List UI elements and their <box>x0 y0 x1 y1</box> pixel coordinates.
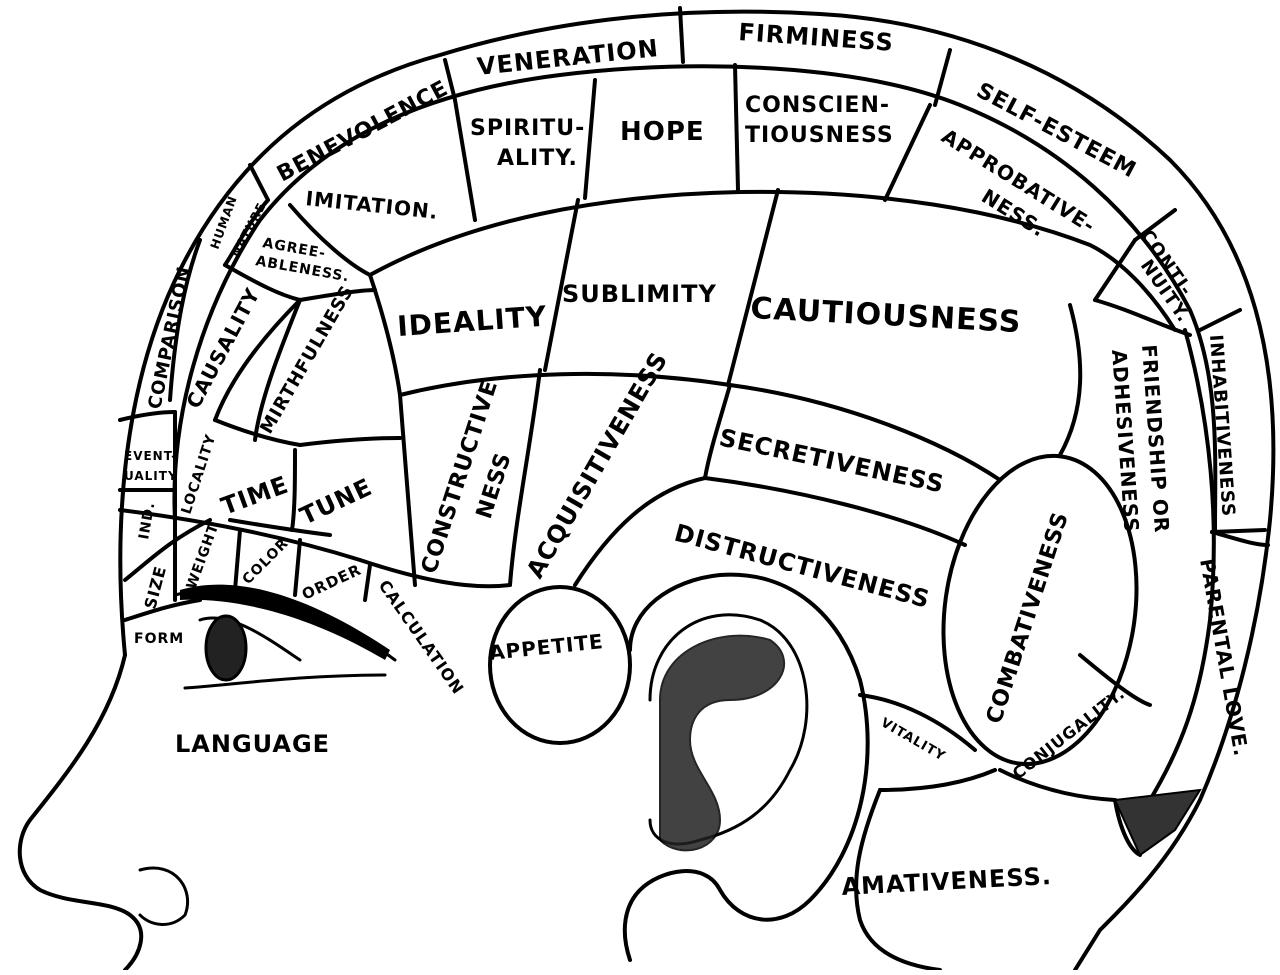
label-eventuality-2: UALITY <box>124 469 178 483</box>
label-ideality: IDEALITY <box>396 300 548 343</box>
label-benevolence: BENEVOLENCE <box>273 76 453 187</box>
appetite-region <box>488 585 632 745</box>
label-calculation: CALCULATION <box>375 576 468 698</box>
outer-band-inner-edge <box>172 64 1218 532</box>
label-time: TIME <box>217 471 292 521</box>
label-appetite: APPETITE <box>488 629 605 665</box>
label-hope: HOPE <box>620 117 705 147</box>
label-mirthfulness: MIRTHFULNESS <box>256 282 358 438</box>
label-conjugality: CONJUGALITY. <box>1009 684 1129 783</box>
shaded-corner <box>1113 788 1202 857</box>
nostril <box>138 866 190 926</box>
ear <box>622 572 870 962</box>
label-cautiousness: CAUTIOUSNESS <box>750 291 1023 340</box>
label-inhabitiveness: INHABITIVENESS <box>1205 334 1239 518</box>
label-order: ORDER <box>299 560 364 603</box>
jaw-line <box>854 788 942 972</box>
ear-shading <box>659 634 786 852</box>
label-imitation: IMITATION. <box>304 186 439 224</box>
eye-iris <box>204 614 248 682</box>
label-color: COLOR <box>240 535 293 588</box>
head-outline <box>118 9 1276 972</box>
eyebrow-fill <box>180 584 390 660</box>
label-conscientiousness-2: TIOUSNESS <box>745 123 894 148</box>
label-firmness: FIRMINESS <box>738 18 895 57</box>
label-constructiveness-2: NESS <box>472 449 517 522</box>
label-eventuality-1: EVENT- <box>124 449 177 463</box>
label-amativeness: AMATIVENESS. <box>841 862 1053 901</box>
label-combativeness: COMBATIVENESS <box>982 509 1074 727</box>
face-profile <box>17 653 144 972</box>
label-spirituality-2: ALITY. <box>497 146 578 171</box>
label-acquisitiveness: ACQUISITIVENESS <box>521 347 673 583</box>
label-sublimity: SUBLIMITY <box>562 280 717 308</box>
label-conscientiousness-1: CONSCIEN- <box>745 93 890 118</box>
label-distructiveness: DISTRUCTIVENESS <box>671 519 933 614</box>
label-size: SIZE <box>141 564 171 611</box>
label-tune: TUNE <box>296 473 377 531</box>
label-locality: LOCALITY <box>179 432 220 516</box>
combativeness-region <box>941 453 1139 767</box>
label-spirituality-1: SPIRITU- <box>470 116 585 141</box>
eye-lower-lid <box>183 673 387 690</box>
label-individuality: IND. <box>136 501 158 541</box>
label-causality: CAUSALITY <box>181 284 265 413</box>
label-language: LANGUAGE <box>175 730 330 758</box>
label-friendship-2: ADHESIVENESS <box>1107 349 1144 534</box>
label-form: FORM <box>134 631 184 647</box>
eye-upper-lid <box>198 616 302 662</box>
